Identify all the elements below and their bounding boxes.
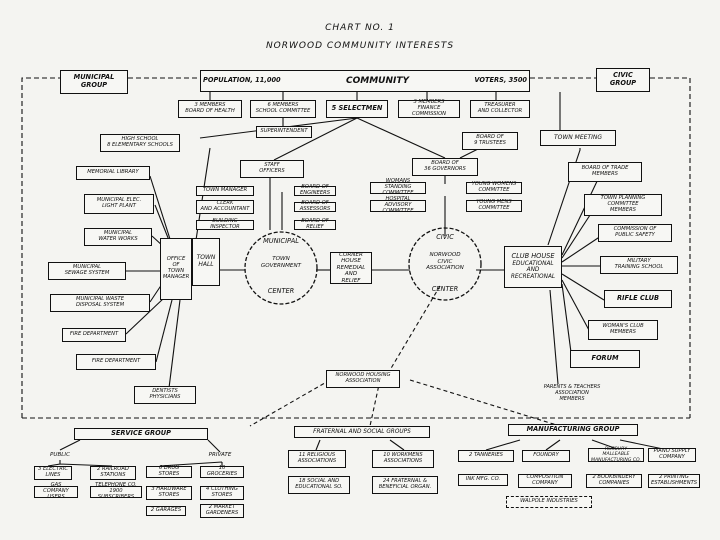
club-sub-label: EDUCATIONAL AND RECREATIONAL (510, 260, 556, 281)
chart-title: CHART NO. 1 (325, 23, 395, 33)
housing-association-box: NORWOOD HOUSING ASSOCIATION (326, 370, 400, 388)
drug-box: 6 DRUG STORES (146, 465, 192, 478)
board-trade-box: BOARD OF TRADE MEMBERS (568, 162, 642, 182)
forum-box: FORUM (570, 350, 640, 368)
water-works-box: MUNICIPAL WATER WORKS (84, 228, 152, 246)
fraternal-group-box: FRATERNAL AND SOCIAL GROUPS (294, 426, 430, 438)
club-house-label: CLUB HOUSE (511, 252, 555, 261)
population-label: POPULATION, 11,000 (203, 76, 281, 85)
composition-box: COMPOSITION COMPANY (518, 474, 572, 488)
service-private-label: PRIVATE (208, 452, 232, 458)
tanneries-box: 2 TANNERIES (458, 450, 514, 462)
civic-center-inner: NORWOOD CIVIC ASSOCIATION (426, 252, 464, 272)
social-box: 18 SOCIAL AND EDUCATIONAL SO. (288, 476, 350, 494)
town-planning-box: TOWN PLANNING COMMITTEE MEMBERS (584, 194, 662, 216)
chart-subtitle: NORWOOD COMMUNITY INTERESTS (265, 41, 455, 51)
hardware-box: 3 HARDWARE STORES (146, 486, 192, 500)
treasurer-box: TREASURER AND COLLECTOR (470, 100, 530, 118)
office-manager-box: OFFICE OF TOWN MANAGER (160, 238, 192, 300)
high-school-box: HIGH SCHOOL 8 ELEMENTARY SCHOOLS (100, 134, 180, 152)
dentists-box: DENTISTS PHYSICIANS (134, 386, 196, 404)
voters-label: VOTERS, 3500 (474, 76, 527, 85)
womans-club-box: WOMAN'S CLUB MEMBERS (588, 320, 658, 340)
electric-box: 3 ELECTRIC LINES (34, 466, 72, 480)
civic-center-bottom: CENTER (431, 285, 459, 293)
railroad-box: 2 RAILROAD STATIONS (90, 466, 136, 480)
memorial-library-box: MEMORIAL LIBRARY (76, 166, 150, 180)
civic-group-box: CIVIC GROUP (596, 68, 650, 92)
womans-standing-box: WOMANS STANDING COMMITTEE (370, 178, 426, 196)
rubber-box: ROSBURY MALLEABLE MANUFACTURING CO. (588, 447, 644, 463)
telephone-box: TELEPHONE CO. 1900 SUBSCRIBERS (90, 482, 142, 500)
beneficial-box: 24 FRATERNAL & BENEFICIAL ORGAN. (372, 476, 438, 494)
board-of-health-box: 3 MEMBERS BOARD OF HEALTH (178, 100, 242, 118)
staff-officers-box: STAFF OFFICERS (240, 160, 304, 178)
waste-box: MUNICIPAL WASTE DISPOSAL SYSTEM (50, 294, 150, 312)
municipal-center-inner: TOWN GOVERNMENT (260, 256, 302, 269)
young-womens-box: YOUNG WOMENS COMMITTEE (466, 181, 522, 194)
clerk-box: CLERK AND ACCOUNTANT (196, 200, 254, 214)
board-trustees-box: BOARD OF 9 TRUSTEES (462, 132, 518, 150)
town-manager-box: TOWN MANAGER (196, 186, 254, 196)
board-governors-box: BOARD OF 36 GOVERNORS (412, 158, 478, 176)
young-mens-box: YOUNG MENS COMMITTEE (466, 199, 522, 212)
community-label: COMMUNITY (346, 75, 410, 86)
board-relief-box: BOARD OF RELIEF (294, 218, 336, 230)
service-public-label: PUBLIC (50, 452, 70, 458)
foundry-box: FOUNDRY (522, 450, 570, 462)
civic-center-arc: CIVIC (436, 233, 454, 241)
fire-department-1-box: FIRE DEPARTMENT (62, 328, 126, 342)
clothing-box: 4 CLOTHING STORES (200, 486, 244, 500)
municipal-center-arc: MUNICIPAL (263, 237, 299, 245)
building-inspector-box: BUILDING INSPECTOR (196, 218, 254, 230)
workmens-box: 10 WORKMENS ASSOCIATIONS (372, 450, 434, 468)
gas-box: GAS COMPANY USERS (34, 482, 78, 500)
market-box: 2 MARKET GARDENERS (200, 504, 244, 518)
bookbindery-box: 2 BOOKBINDERY COMPANIES (586, 474, 642, 488)
hospital-advisory-box: HOSPITAL ADVISORY COMMITTEE (370, 196, 426, 214)
board-engineers-box: BOARD OF ENGINEERS (294, 184, 336, 196)
groceries-box: 10 GROCERIES (200, 465, 244, 478)
club-house-box: CLUB HOUSE EDUCATIONAL AND RECREATIONAL (504, 246, 562, 288)
selectmen-box: 5 SELECTMEN (326, 100, 388, 118)
piano-box: PIANO SUPPLY COMPANY (648, 448, 696, 462)
rifle-club-box: RIFLE CLUB (604, 290, 672, 308)
light-plant-box: MUNICIPAL ELEC. LIGHT PLANT (84, 194, 154, 214)
finance-commission-box: 3 MEMBERS FINANCE COMMISSION (398, 99, 460, 118)
manufacturing-group-box: MANUFACTURING GROUP (508, 424, 638, 436)
corner-house-label: CORNER HOUSE (339, 251, 363, 265)
sewage-box: MUNICIPAL SEWAGE SYSTEM (48, 262, 126, 280)
public-safety-box: COMMISSION OF PUBLIC SAFETY (598, 224, 672, 242)
town-meeting-box: TOWN MEETING (540, 130, 616, 146)
superintendent-box: SUPERINTENDENT (256, 126, 312, 138)
parents-teachers-label: PARENTS & TEACHERS ASSOCIATION MEMBERS (543, 384, 601, 402)
religious-box: 11 RELIGIOUS ASSOCIATIONS (288, 450, 346, 468)
service-group-box: SERVICE GROUP (74, 428, 208, 440)
town-hall-box: TOWN HALL (192, 238, 220, 286)
corner-house-box: CORNER HOUSE REMEDIAL AND RELIEF (330, 252, 372, 284)
remedial-label: REMEDIAL AND RELIEF (336, 264, 366, 284)
printing-box: 2 PRINTING ESTABLISHMENTS (648, 474, 700, 488)
community-box: POPULATION, 11,000 COMMUNITY VOTERS, 350… (200, 70, 530, 92)
board-assessors-box: BOARD OF ASSESSORS (294, 200, 336, 212)
ink-box: INK MFG. CO. (458, 474, 508, 486)
municipal-group-box: MUNICIPAL GROUP (60, 70, 128, 94)
military-box: MILITARY TRAINING SCHOOL (600, 256, 678, 274)
garages-box: 2 GARAGES (146, 506, 186, 516)
fire-department-2-box: FIRE DEPARTMENT (76, 354, 156, 370)
school-committee-box: 6 MEMBERS SCHOOL COMMITTEE (250, 100, 316, 118)
walpole-box: WALPOLE INDUSTRIES (506, 496, 592, 508)
municipal-center-bottom: CENTER (267, 287, 295, 295)
